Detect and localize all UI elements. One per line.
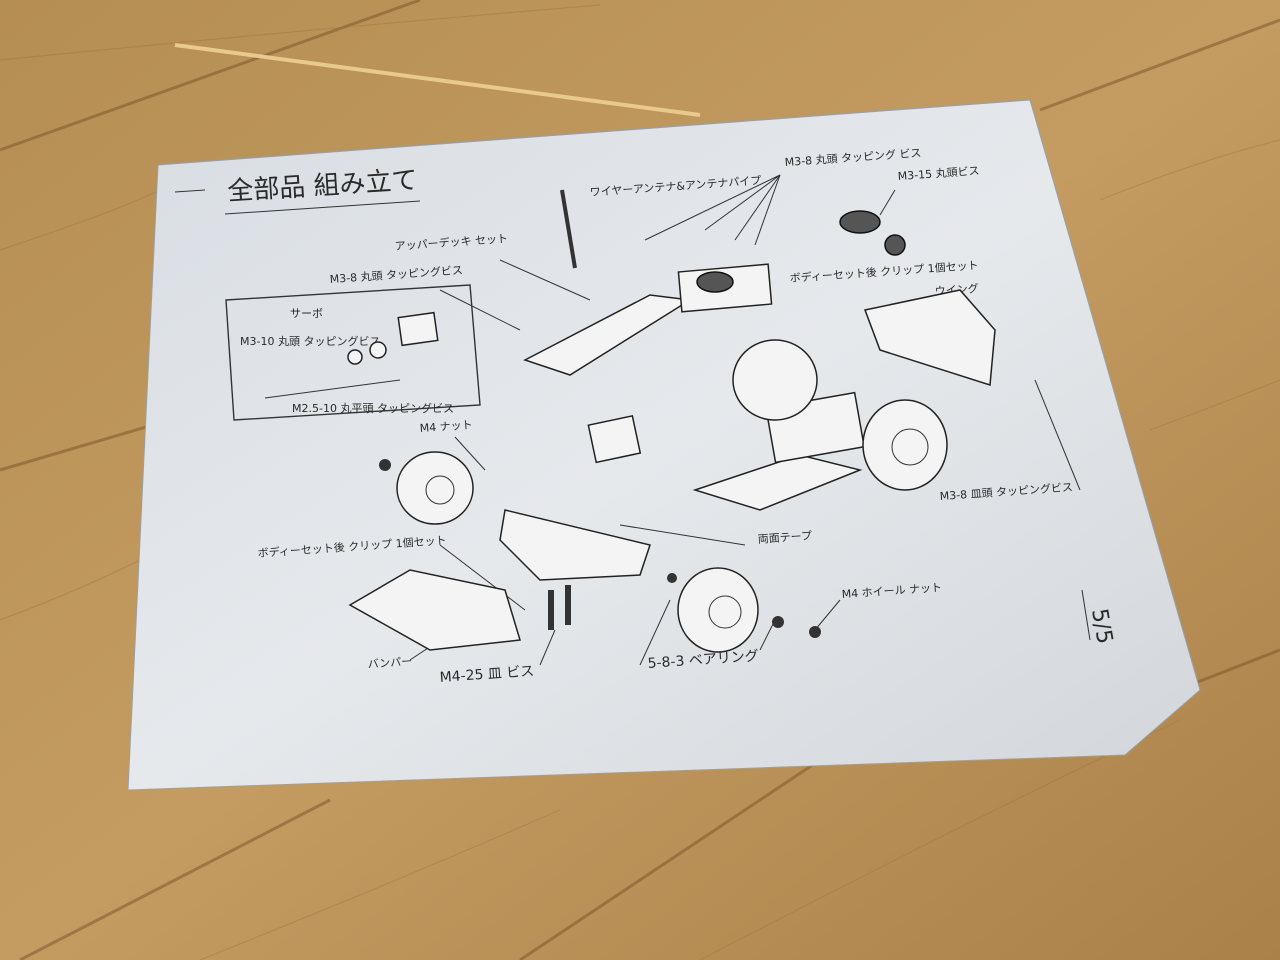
rear-left-tire	[732, 339, 818, 421]
front-left-tire	[396, 451, 474, 525]
leader-lines	[409, 174, 1081, 666]
page-number: 5/5	[1086, 607, 1117, 646]
front-bumper	[348, 569, 521, 651]
label-servo: サーボ	[290, 307, 323, 320]
shock-absorber	[839, 210, 881, 234]
screws	[379, 459, 821, 638]
antenna-pipe	[560, 189, 577, 269]
chassis-servo	[587, 414, 642, 464]
label-m3-15: M3-15 丸頭ビス	[897, 164, 980, 183]
servo-detail-box	[225, 284, 481, 421]
front-suspension-arm	[499, 509, 651, 581]
label-m4-25: M4-25 皿 ビス	[439, 663, 535, 686]
rear-wing	[863, 289, 996, 386]
front-right-tire	[677, 567, 759, 653]
servo-saver	[347, 349, 363, 365]
wooden-stick	[174, 43, 701, 117]
label-bearing: 5-8-3 ベアリング	[647, 648, 759, 672]
main-chassis	[692, 454, 863, 511]
servo-horn	[369, 341, 387, 359]
label-m2-5-10: M2.5-10 丸平頭 タッピングビス	[292, 401, 454, 415]
servo-part	[397, 311, 439, 347]
damper	[696, 271, 734, 293]
label-double-tape: 両面テープ	[757, 529, 812, 546]
label-m4-nut: M4 ナット	[419, 418, 473, 435]
label-m3-10: M3-10 丸頭 タッピングビス	[240, 334, 380, 348]
rear-right-tire	[862, 399, 948, 491]
label-bumper: バンパー	[367, 655, 412, 671]
instruction-sheet	[127, 99, 1201, 791]
rear-spur	[884, 234, 906, 256]
